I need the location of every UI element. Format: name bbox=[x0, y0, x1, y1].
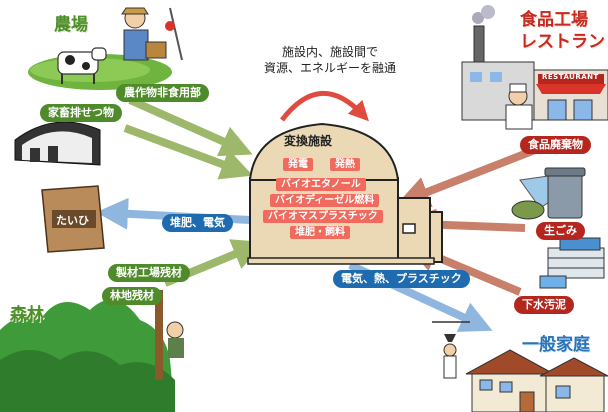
compost-bag bbox=[41, 185, 105, 253]
label-livestock-waste: 家畜排せつ物 bbox=[40, 104, 122, 122]
facility-title: 変換施設 bbox=[284, 134, 333, 148]
label-crop-residue: 農作物非食用部 bbox=[116, 84, 209, 102]
compost-bag-text: たいひ bbox=[56, 214, 89, 227]
label-electricity-heat-plastic: 電気、熱、プラスチック bbox=[333, 270, 470, 288]
houses-illustration bbox=[432, 321, 608, 412]
label-food-waste: 食品廃棄物 bbox=[520, 136, 591, 154]
arrow-farm-to-facility bbox=[128, 96, 253, 157]
label-forest-residue: 林地残材 bbox=[102, 287, 162, 305]
farm-illustration bbox=[28, 7, 183, 90]
facility-item-bioplastic: バイオマスプラスチック bbox=[263, 210, 383, 223]
barn-illustration bbox=[14, 121, 101, 166]
facility-item-power: 発電 bbox=[283, 158, 313, 171]
label-kitchen-garbage: 生ごみ bbox=[536, 222, 585, 240]
exchange-note-line2: 資源、エネルギーを融通 bbox=[263, 61, 396, 75]
exchange-note: 施設内、施設間で 資源、エネルギーを融通 bbox=[235, 44, 425, 76]
label-sewage-sludge: 下水汚泥 bbox=[514, 296, 574, 314]
facility-item-bioethanol: バイオエタノール bbox=[276, 178, 366, 191]
forest-title: 森林 bbox=[10, 305, 44, 325]
arrow-factory-to-facility bbox=[397, 144, 542, 208]
factory-restaurant-illustration bbox=[461, 5, 608, 130]
restaurant-sign: RESTAURANT bbox=[542, 73, 599, 81]
farm-title: 農場 bbox=[54, 15, 88, 35]
forest-illustration bbox=[0, 290, 184, 412]
label-compost-electricity: 堆肥、電気 bbox=[162, 214, 233, 232]
curved-arrow bbox=[280, 90, 369, 122]
facility-item-biodiesel: バイオディーゼル燃料 bbox=[270, 194, 380, 207]
exchange-note-line1: 施設内、施設間で bbox=[281, 45, 378, 59]
arrow-livestock-to-facility bbox=[123, 124, 253, 180]
garbage-can-illustration bbox=[511, 167, 586, 220]
factory-title-line1: 食品工場 bbox=[520, 10, 588, 30]
sewage-plant-illustration bbox=[539, 237, 605, 289]
factory-title-line2: レストラン bbox=[520, 32, 605, 52]
label-sawmill-residue: 製材工場残材 bbox=[108, 264, 190, 282]
facility-item-compost-feed: 堆肥・飼料 bbox=[290, 226, 350, 239]
home-title: 一般家庭 bbox=[522, 335, 590, 355]
facility-item-heat: 発熱 bbox=[330, 158, 360, 171]
